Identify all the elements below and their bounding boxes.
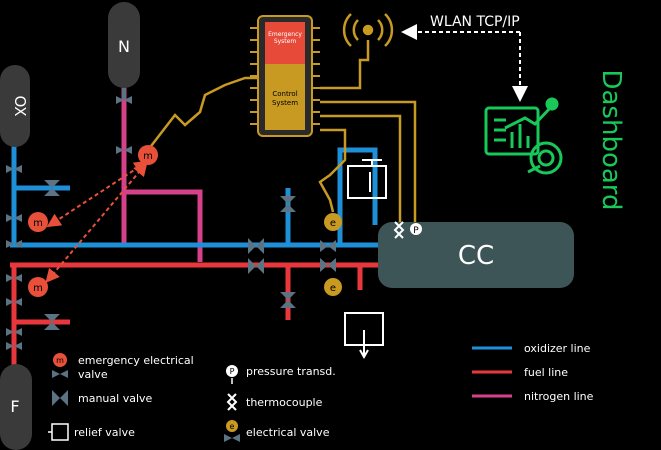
svg-text:P: P [230, 367, 235, 376]
thermocouple-legend-icon [226, 393, 238, 411]
fuel-line [10, 262, 380, 365]
svg-text:e: e [330, 283, 336, 294]
fuel-tank: F [0, 364, 32, 450]
svg-text:m: m [143, 151, 153, 162]
nitrogen-tank: N [108, 2, 140, 88]
dashboard-icon [484, 97, 563, 175]
legend-electrical-valve-label: electrical valve [246, 426, 330, 439]
legend-pressure-label: pressure transd. [246, 365, 336, 378]
legend-lines: oxidizer line fuel line nitrogen line [472, 342, 594, 403]
electrical-valve-legend-icon [226, 420, 238, 432]
chamber-label: CC [458, 241, 494, 271]
manual-valves [6, 86, 336, 406]
wifi-icon [342, 13, 394, 47]
emergency-valve-oxidizer: m [28, 212, 48, 232]
emergency-valve-fuel: m [28, 277, 48, 297]
pressure-transducer-legend-icon [226, 365, 238, 377]
legend-relief-valve-label: relief valve [74, 426, 135, 439]
legend-manual-valve-label: manual valve [78, 392, 153, 405]
control-wires [147, 40, 417, 240]
svg-text:m: m [33, 283, 43, 294]
oxidizer-line [10, 130, 380, 248]
emergency-valve-nitrogen: m [138, 145, 158, 165]
legend-nitrogen-label: nitrogen line [524, 390, 594, 403]
svg-text:m: m [33, 218, 43, 229]
svg-text:e: e [330, 218, 336, 229]
legend-middle: P pressure transd. thermocouple e electr… [224, 365, 336, 442]
fuel-tank-label: F [10, 397, 19, 416]
legend-oxidizer-label: oxidizer line [524, 342, 591, 355]
emergency-links [45, 160, 149, 284]
electrical-valve-fuel: e [324, 278, 342, 296]
nitrogen-line [121, 88, 203, 262]
oxidizer-tank: OX [0, 65, 30, 147]
dashboard-label: Dashboard [596, 69, 626, 210]
relief-valve-fuel [344, 312, 384, 360]
emergency-valve-legend-icon [53, 353, 67, 367]
relief-valve-ox [347, 159, 387, 199]
pressure-transducer-icon: P [410, 223, 422, 236]
oxidizer-tank-label: OX [11, 95, 29, 116]
legend-thermocouple-label: thermocouple [246, 396, 323, 409]
thermocouple-icon [393, 221, 405, 239]
combustion-chamber: CC [378, 222, 574, 288]
wlan-label: WLAN TCP/IP [430, 14, 520, 30]
svg-text:P: P [413, 226, 419, 236]
wlan-links [401, 24, 528, 102]
svg-text:e: e [230, 422, 235, 431]
relief-valve-legend-icon [48, 423, 69, 441]
svg-text:m: m [56, 356, 64, 365]
nitrogen-tank-label: N [118, 37, 130, 56]
electrical-valve-oxidizer: e [324, 213, 342, 231]
legend-fuel-label: fuel line [524, 366, 568, 379]
